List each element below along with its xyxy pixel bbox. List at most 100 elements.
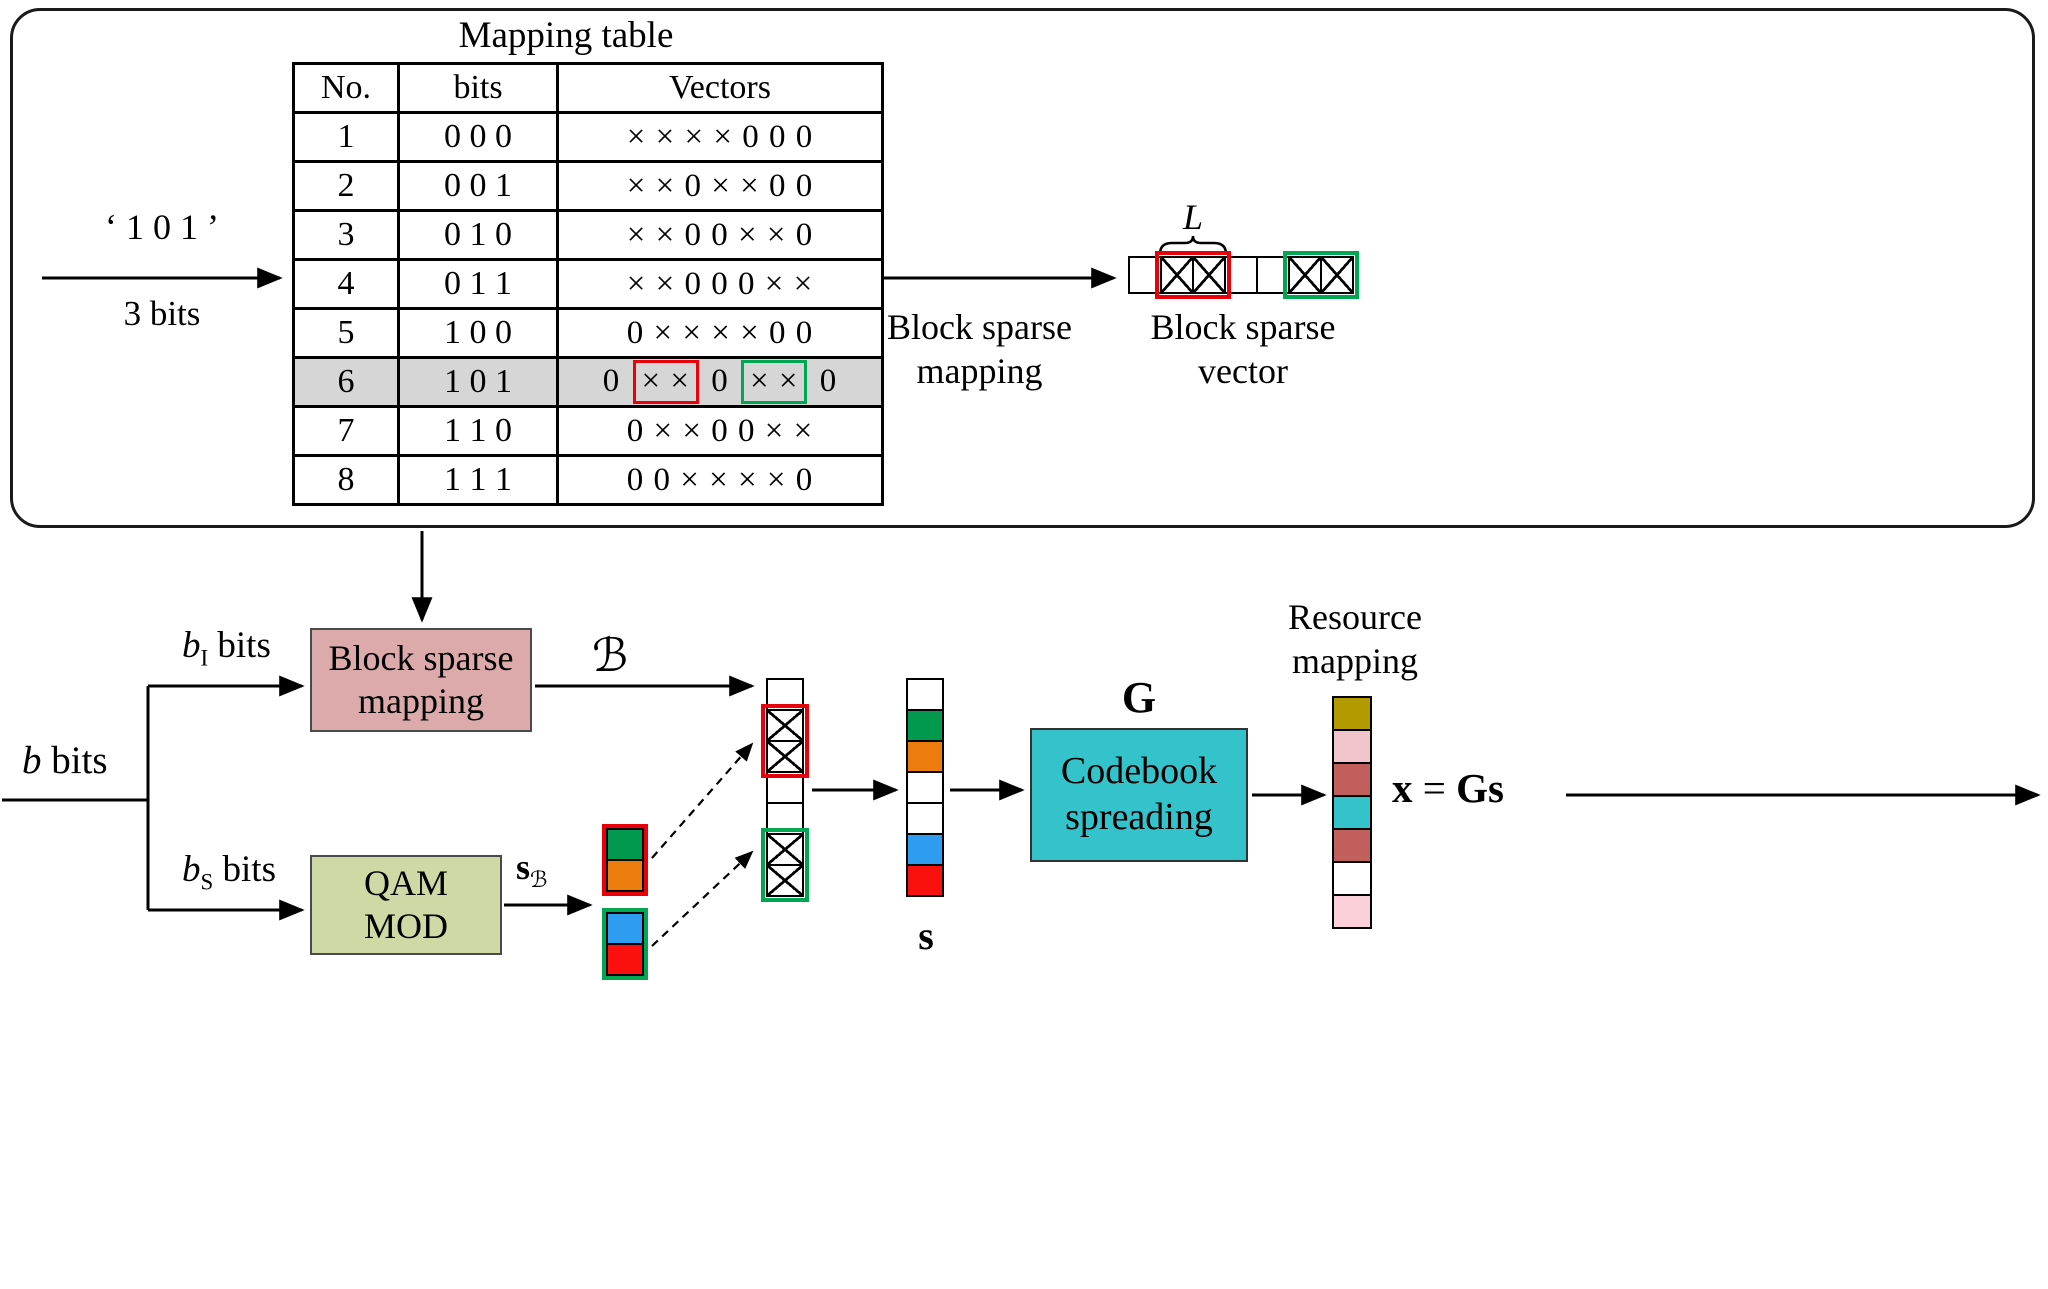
resource-mapping-vector: [1332, 696, 1372, 929]
color-cell: [1332, 828, 1372, 863]
red-highlight-box: × ×: [632, 360, 699, 404]
color-cell: [906, 864, 944, 897]
table-cell: × × 0 0 0 × ×: [556, 258, 884, 310]
table-cell: 0 × × 0 0 × ×: [556, 405, 884, 457]
color-cell: [606, 859, 644, 892]
qam-symbols-red-group: [602, 824, 648, 896]
color-cell: [1332, 894, 1372, 929]
block-sparse-mapping-caption: Block sparse mapping: [887, 307, 1072, 391]
qam-symbols-green-group: [602, 908, 648, 980]
dashed-arrow-bottom: [651, 850, 754, 947]
table-cell: × × 0 0 × × 0: [556, 209, 884, 261]
color-cell: [606, 828, 644, 861]
crossed-cell: [1288, 256, 1322, 294]
green-highlight-box: × ×: [741, 360, 808, 404]
table-cell: × × 0 × × 0 0: [556, 160, 884, 212]
color-cell: [906, 709, 944, 742]
output-equation: x = Gs: [1392, 765, 1504, 811]
color-cell: [1332, 729, 1372, 764]
crossed-cell: [766, 740, 804, 773]
table-cell: 1 0 1: [397, 356, 559, 408]
input-bits-sublabel: 3 bits: [123, 294, 201, 333]
color-cell: [906, 740, 944, 773]
crossed-cell: [766, 864, 804, 897]
qam-green-cells: [606, 912, 644, 976]
color-cell: [1332, 795, 1372, 830]
table-cell: 1 1 0: [397, 405, 559, 457]
table-cell: 0 1 1: [397, 258, 559, 310]
B-label: ℬ: [592, 628, 629, 682]
mapping-panel: [10, 8, 2035, 528]
table-cell: 5: [292, 307, 400, 359]
color-cell: [1332, 696, 1372, 731]
input-bits-label: ‘ 1 0 1 ’: [105, 207, 219, 247]
empty-cell: [766, 802, 804, 835]
vector-symbol: 0: [602, 363, 621, 400]
L-brace: [1158, 235, 1228, 255]
color-cell: [906, 678, 944, 711]
color-cell: [1332, 762, 1372, 797]
table-cell: 0 × × 0 × × 0: [556, 356, 884, 408]
G-label: G: [1121, 673, 1157, 722]
s-vector-cells: [906, 678, 944, 897]
table-cell: 0 0 × × × × 0: [556, 454, 884, 506]
qam-mod-box: QAM MOD: [310, 855, 502, 955]
sB-label: sℬ: [516, 847, 548, 894]
resource-mapping-caption: Resource mapping: [1288, 597, 1422, 681]
column-header-vectors: Vectors: [556, 62, 884, 114]
qam-red-cells: [606, 828, 644, 892]
table-cell: 0 0 0: [397, 111, 559, 163]
vector-symbol: 0: [819, 363, 838, 400]
empty-cell: [766, 678, 804, 711]
crossed-cell: [766, 833, 804, 866]
bS-bits-label: bS bits: [182, 849, 276, 895]
table-cell: 0 × × × × 0 0: [556, 307, 884, 359]
resource-vector-cells: [1332, 696, 1372, 929]
mapping-table-title: Mapping table: [458, 15, 674, 56]
color-cell: [906, 771, 944, 804]
block-sparse-mapping-box: Block sparse mapping: [310, 628, 532, 732]
table-cell: × × × × 0 0 0: [556, 111, 884, 163]
table-cell: 4: [292, 258, 400, 310]
table-cell: 0 0 1: [397, 160, 559, 212]
color-cell: [906, 833, 944, 866]
qam-symbol-vector: [602, 824, 648, 980]
bI-bits-label: bI bits: [182, 625, 271, 671]
block-sparse-vector-caption: Block sparse vector: [1150, 307, 1336, 391]
color-cell: [606, 912, 644, 945]
crossed-cell: [1192, 256, 1226, 294]
color-cell: [1332, 861, 1372, 896]
crossed-vector-cells: [766, 678, 804, 897]
table-cell: 6: [292, 356, 400, 408]
vector-symbol: 0: [711, 363, 729, 400]
table-cell: 1: [292, 111, 400, 163]
block-sparse-vector-row: [1128, 251, 1359, 299]
column-header-no: No.: [292, 62, 400, 114]
empty-cell: [766, 771, 804, 804]
table-cell: 1 0 0: [397, 307, 559, 359]
table-cell: 0 1 0: [397, 209, 559, 261]
mapping-table-header-row: No. bits Vectors: [292, 62, 884, 114]
empty-cell: [1128, 256, 1162, 294]
codebook-spreading-box: Codebook spreading: [1030, 728, 1248, 862]
L-label: L: [1182, 197, 1204, 237]
crossed-cell: [766, 709, 804, 742]
column-header-bits: bits: [397, 62, 559, 114]
crossed-block-vector: [761, 678, 809, 902]
crossed-cell: [1320, 256, 1354, 294]
sparse-vector-cells: [1128, 256, 1354, 294]
empty-cell: [1256, 256, 1290, 294]
s-label: s: [918, 913, 934, 958]
crossed-cell: [1160, 256, 1194, 294]
